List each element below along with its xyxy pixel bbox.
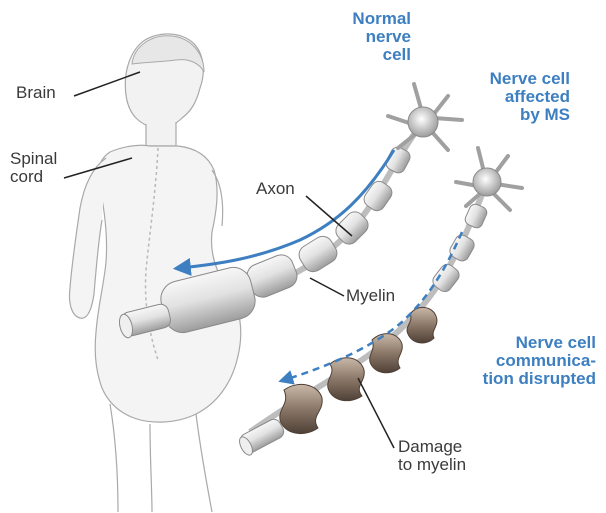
left-arm-outline [69,158,106,318]
spinal-cord-label-line1: Spinal [10,150,57,168]
axon-label: Axon [256,180,295,198]
damage-label-line1: Damage [398,438,466,456]
damage-label: Damage to myelin [398,438,466,474]
spinal-cord-label-line2: cord [10,168,57,186]
affected-label-line1: Nerve cell [490,70,570,88]
normal-nerve-cell-label: Normal nerve cell [352,10,411,64]
neck-outline [146,122,176,146]
normal-label-line2: nerve [352,28,411,46]
affected-myelin-healthy [430,202,489,294]
disrupted-label-line1: Nerve cell [483,334,596,352]
disrupted-label-line2: communica- [483,352,596,370]
affected-cell-body [456,148,522,210]
affected-label-line2: affected [490,88,570,106]
damage-label-line2: to myelin [398,456,466,474]
damage-leader [358,378,394,448]
brain-label: Brain [16,84,56,102]
myelin-leader [310,278,344,296]
normal-cell-body [388,84,462,150]
damaged-segment [370,334,403,373]
damaged-myelin [280,307,437,433]
myelin-label: Myelin [346,287,395,305]
damaged-segment [280,384,322,433]
normal-label-line3: cell [352,46,411,64]
affected-label-line3: by MS [490,106,570,124]
disrupted-label-line3: tion disrupted [483,370,596,388]
axon-leader [306,196,352,236]
communication-disrupted-label: Nerve cell communica- tion disrupted [483,334,596,388]
affected-nerve-cell-label: Nerve cell affected by MS [490,70,570,124]
damaged-segment [407,307,437,343]
spinal-cord-label: Spinal cord [10,150,57,186]
normal-label-line1: Normal [352,10,411,28]
